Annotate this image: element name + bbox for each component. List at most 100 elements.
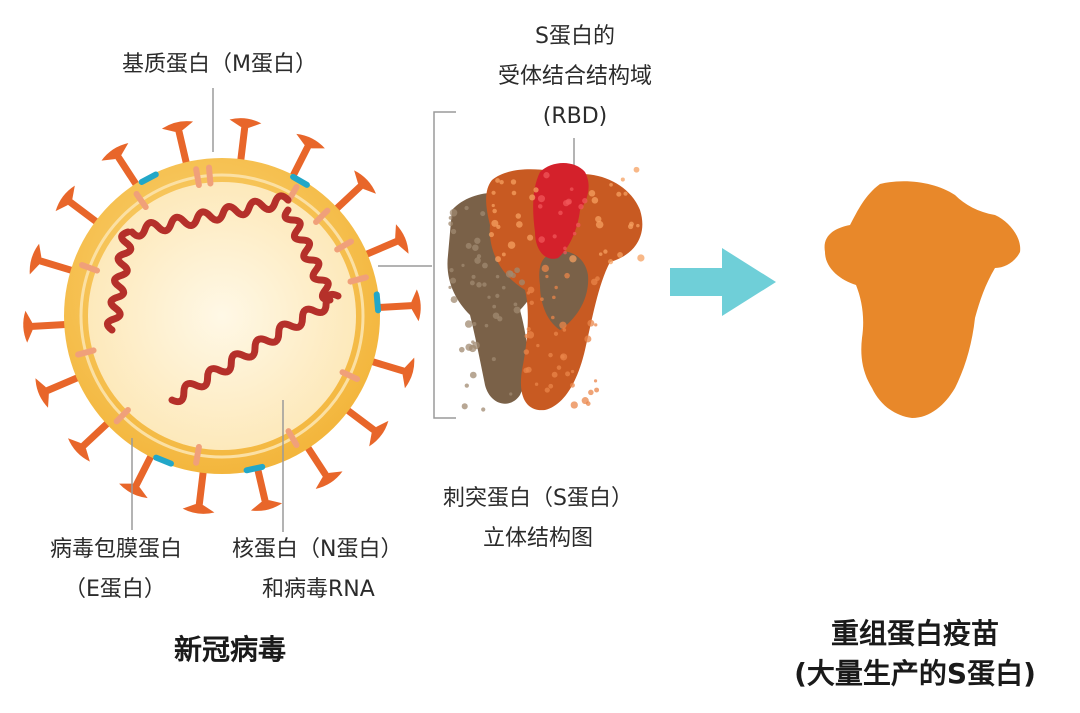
- s-protein-structure: [447, 163, 645, 412]
- texture-dot: [564, 272, 570, 279]
- m-protein-marker: [334, 238, 355, 253]
- texture-dot: [476, 282, 482, 288]
- texture-dot: [541, 264, 549, 273]
- texture-dot: [495, 293, 500, 298]
- texture-dot: [559, 321, 567, 329]
- caption-vaccine-line1: 重组蛋白疫苗: [830, 617, 999, 650]
- spike-head: [119, 483, 148, 499]
- texture-dot: [616, 191, 622, 197]
- viral-rna: [103, 192, 342, 406]
- texture-dot: [623, 191, 628, 196]
- label-s-protein-line2: 立体结构图: [482, 526, 593, 551]
- texture-dot: [487, 295, 491, 299]
- texture-dot: [569, 187, 574, 191]
- texture-dot: [607, 259, 614, 265]
- spike-bracket: [433, 111, 456, 419]
- spike-head: [35, 378, 49, 408]
- m-protein-marker: [313, 207, 331, 225]
- spike-head: [395, 224, 409, 254]
- s-protein-texture: [448, 166, 645, 412]
- texture-dot: [570, 401, 578, 409]
- texture-dot: [471, 274, 476, 279]
- spike-head: [55, 185, 75, 212]
- texture-dot: [570, 382, 575, 388]
- texture-dot: [472, 322, 477, 327]
- texture-dot: [474, 237, 481, 244]
- s-protein-inner-domain: [539, 251, 589, 330]
- spike-head: [68, 438, 90, 462]
- label-m-protein: 基质蛋白（M蛋白）: [122, 52, 317, 77]
- texture-dot: [584, 335, 592, 343]
- m-protein-marker: [75, 347, 97, 358]
- texture-dot: [590, 278, 598, 286]
- spike-head: [101, 143, 129, 161]
- m-protein-marker: [206, 164, 214, 187]
- texture-dot: [491, 357, 496, 362]
- texture-dot: [499, 179, 504, 185]
- texture-dot: [552, 234, 557, 239]
- texture-dot: [514, 267, 520, 274]
- spike-head: [229, 118, 262, 128]
- spike-head: [296, 133, 325, 149]
- texture-dot: [476, 254, 482, 259]
- m-protein-marker: [347, 274, 369, 285]
- texture-dot: [570, 369, 575, 374]
- texture-dot: [469, 371, 477, 379]
- e-protein-marker: [243, 463, 266, 474]
- texture-dot: [551, 371, 558, 378]
- texture-dot: [524, 333, 529, 339]
- texture-dot: [548, 383, 554, 389]
- spike-head: [369, 420, 389, 447]
- texture-dot: [497, 316, 503, 322]
- texture-dot: [480, 211, 486, 217]
- texture-dot: [617, 252, 623, 258]
- texture-dot: [637, 254, 645, 262]
- texture-dot: [510, 179, 517, 185]
- texture-dot: [492, 208, 497, 214]
- texture-dot: [501, 252, 506, 257]
- texture-dot: [488, 232, 495, 238]
- texture-dot: [553, 331, 559, 336]
- texture-dot: [629, 221, 634, 227]
- texture-dot: [537, 204, 543, 209]
- texture-dot: [594, 387, 600, 393]
- label-e-protein-line2: （E蛋白）: [64, 577, 166, 602]
- texture-dot: [526, 327, 531, 332]
- texture-dot: [556, 365, 562, 370]
- m-protein-marker: [113, 407, 131, 425]
- texture-dot: [501, 285, 506, 290]
- e-protein-markers: [138, 171, 382, 474]
- rna-strand-bottom: [168, 290, 342, 406]
- rna-strand-left: [103, 228, 135, 334]
- texture-dot: [484, 323, 489, 328]
- e-protein-marker: [153, 454, 174, 467]
- texture-dot: [551, 315, 555, 320]
- texture-dot: [469, 280, 475, 286]
- e-protein-marker: [373, 291, 382, 314]
- texture-dot: [491, 219, 499, 227]
- texture-dot: [636, 223, 640, 228]
- texture-dot: [537, 195, 546, 203]
- texture-dot: [560, 354, 565, 359]
- texture-dot: [540, 297, 544, 302]
- spike-head: [182, 504, 215, 514]
- label-s-protein-line1: 刺突蛋白（S蛋白）: [443, 486, 633, 511]
- texture-dot: [578, 204, 584, 210]
- m-protein-marker: [193, 443, 202, 466]
- texture-dot: [588, 389, 594, 396]
- texture-dot: [472, 244, 479, 251]
- label-n-protein-line1: 核蛋白（N蛋白）: [232, 537, 403, 562]
- caption-virus: 新冠病毒: [173, 633, 286, 666]
- texture-dot: [545, 274, 549, 279]
- texture-dot: [603, 249, 608, 254]
- texture-dot: [572, 231, 577, 236]
- label-rbd-line1: S蛋白的: [535, 24, 615, 49]
- m-protein-marker: [193, 166, 202, 189]
- spike-head: [315, 471, 343, 489]
- texture-dot: [509, 392, 513, 396]
- texture-dot: [471, 340, 475, 344]
- texture-dot: [544, 387, 550, 393]
- spike-head: [23, 310, 33, 343]
- texture-dot: [464, 320, 473, 328]
- e-protein-marker: [290, 173, 310, 188]
